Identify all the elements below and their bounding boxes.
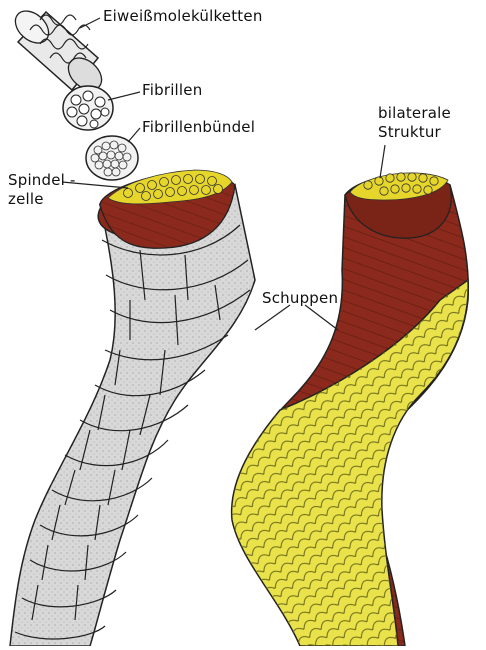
- label-fibril-bundles: Fibrillenbündel: [142, 118, 255, 136]
- label-scales: Schuppen: [262, 289, 338, 307]
- label-bilateral-line2: Struktur: [378, 123, 441, 141]
- fibril-disc: [63, 86, 113, 130]
- label-spindle-cell-line2: zelle: [8, 190, 44, 208]
- label-protein-chains: Eiweißmolekülketten: [103, 7, 263, 25]
- label-spindle-cell-line1: Spindel -: [8, 171, 76, 189]
- left-hair-shaft: [10, 162, 255, 646]
- label-bilateral-line1: bilaterale: [378, 104, 451, 122]
- fibril-bundle-disc: [86, 136, 138, 180]
- label-fibrils: Fibrillen: [142, 81, 202, 99]
- right-hair-shaft: [232, 173, 469, 646]
- protein-chain-tube: [9, 5, 108, 97]
